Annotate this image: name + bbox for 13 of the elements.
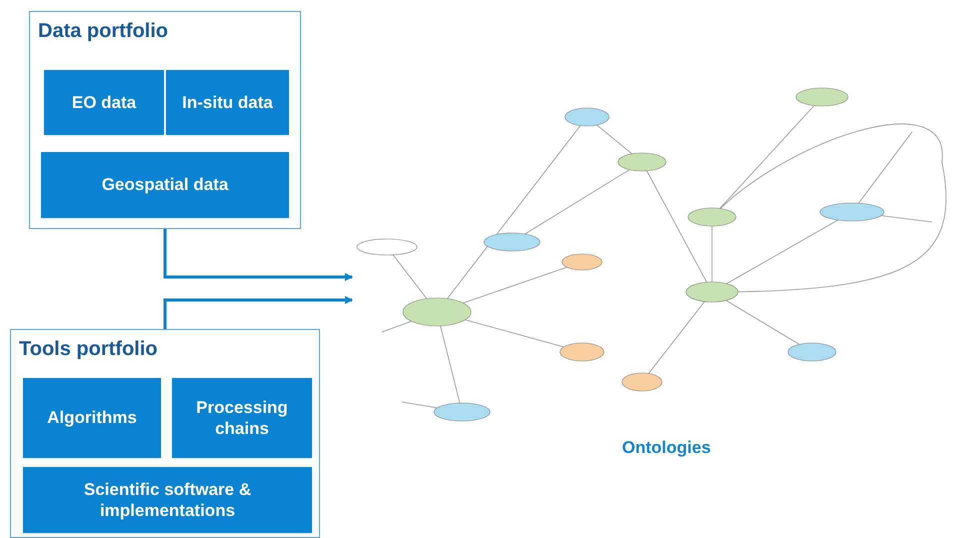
- category-box: Geospatial data: [41, 152, 289, 218]
- arrow: [164, 229, 353, 281]
- category-box: In-situ data: [166, 70, 289, 135]
- portfolio-panel: [10, 329, 320, 538]
- panel-title: Tools portfolio: [19, 337, 158, 362]
- node-label: Ontologies: [622, 437, 711, 459]
- category-box: Algorithms: [23, 378, 161, 458]
- category-box: Processing chains: [172, 378, 312, 458]
- portfolio-panel: [29, 11, 301, 229]
- category-box: EO data: [44, 70, 164, 135]
- arrow: [164, 296, 353, 329]
- category-box: Scientific software & implementations: [23, 467, 312, 533]
- panel-title: Data portfolio: [38, 19, 168, 44]
